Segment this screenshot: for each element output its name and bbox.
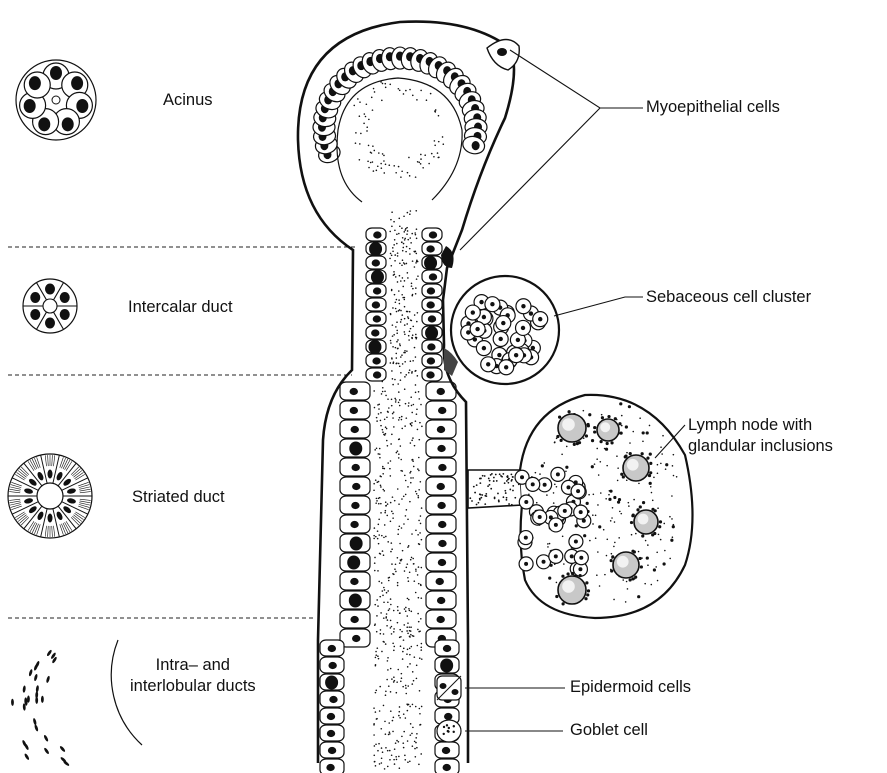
duct-epithelial-cells xyxy=(313,47,488,773)
label-intra-interlobular-line2: interlobular ducts xyxy=(130,676,256,697)
label-acinus: Acinus xyxy=(163,90,213,111)
interlobular-duct-arc-icon xyxy=(11,640,142,767)
intercalar-duct-cross-section-icon xyxy=(23,279,77,333)
main-duct xyxy=(298,22,514,773)
label-epidermoid-cells: Epidermoid cells xyxy=(570,677,691,698)
leader-sebaceous xyxy=(554,297,643,316)
sebaceous-cell-cluster xyxy=(444,276,559,384)
label-lymph-node-line1: Lymph node with xyxy=(688,415,833,436)
label-striated-duct: Striated duct xyxy=(132,487,225,508)
acinus-cross-section-icon xyxy=(16,60,96,140)
label-intercalar-duct: Intercalar duct xyxy=(128,297,233,318)
label-lymph-node-line2: glandular inclusions xyxy=(688,436,833,457)
label-lymph-node: Lymph node with glandular inclusions xyxy=(688,415,833,457)
label-intra-interlobular-line1: Intra– and xyxy=(130,655,256,676)
leader-myoepithelial-top xyxy=(510,50,643,108)
leader-lines xyxy=(460,50,685,731)
label-intra-interlobular-ducts: Intra– and interlobular ducts xyxy=(130,655,256,697)
striated-duct-cross-section-icon xyxy=(8,454,92,538)
lymph-node xyxy=(468,395,693,618)
label-goblet-cell: Goblet cell xyxy=(570,720,648,741)
acinus-lumen-outline xyxy=(337,78,462,202)
label-sebaceous-cell-cluster: Sebaceous cell cluster xyxy=(646,287,811,308)
label-myoepithelial-cells: Myoepithelial cells xyxy=(646,97,780,118)
